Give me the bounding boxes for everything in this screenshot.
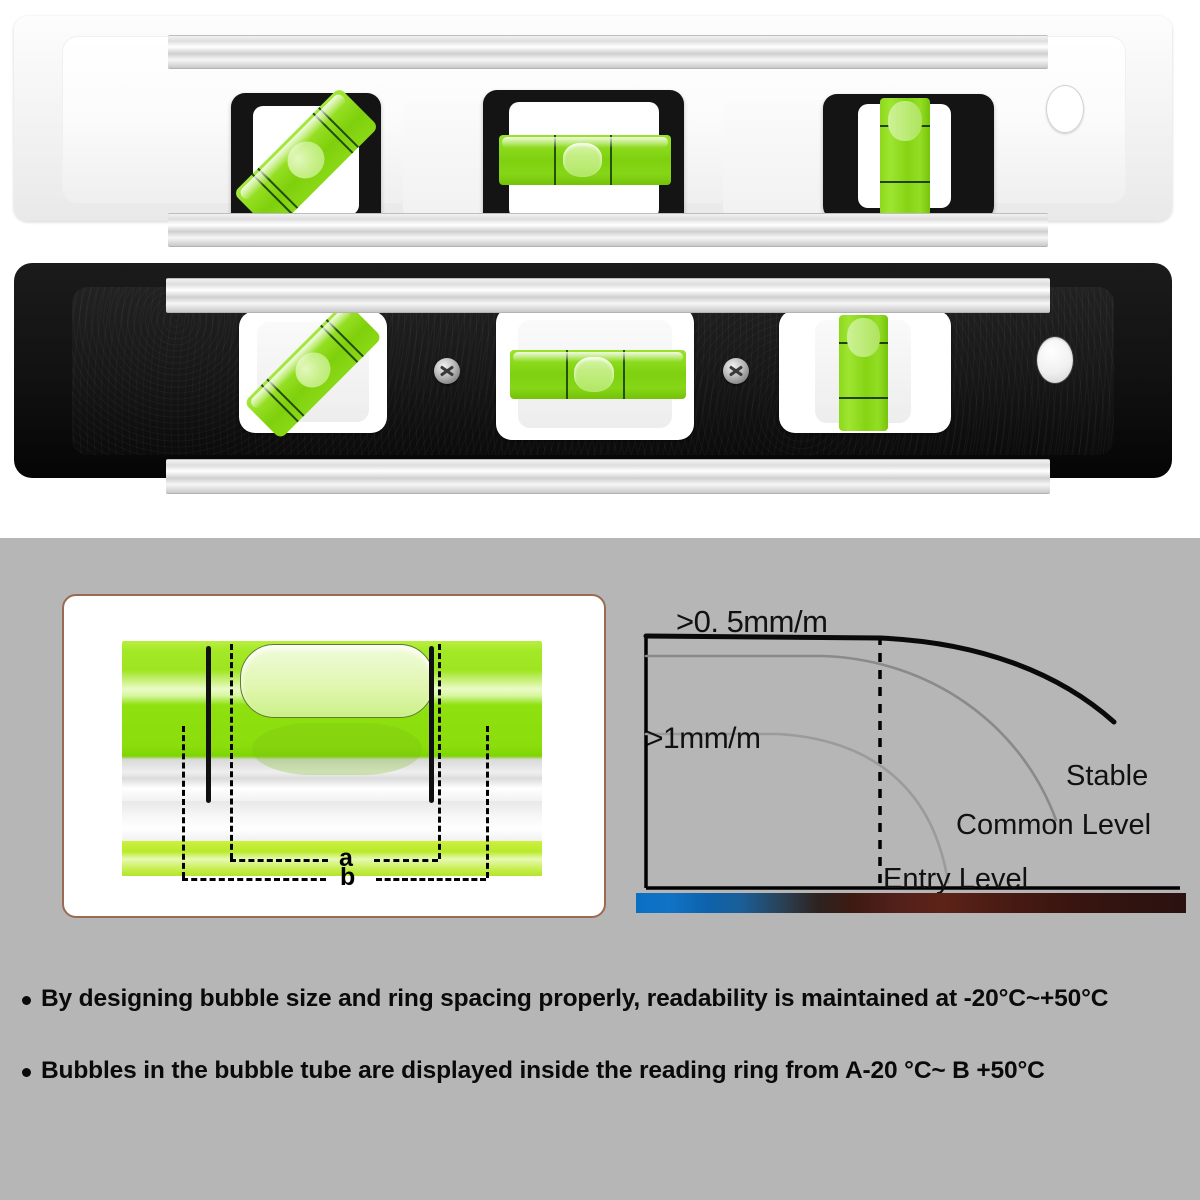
black-level-vertical-vial [839,315,888,431]
vial-bubble [563,143,602,177]
temperature-gradient-bar [636,893,1186,913]
white-level-horizontal-vial-inner [499,102,671,219]
black-level-horizontal-vial [510,350,686,399]
bullet-dot-icon [22,1068,31,1077]
tube-lower-band-white [122,801,542,841]
chart-series-stable [643,633,1117,725]
white-level-horizontal-vial [499,135,671,185]
white-level-diagonal-vial-window [231,87,381,233]
vial-ring-left [554,135,556,185]
dimension-b-label: b [340,863,356,891]
tube-air-bubble [240,644,434,718]
feature-bullet-text: By designing bubble size and ring spacin… [41,985,1109,1012]
dimension-b-line-left [182,878,326,881]
dimension-a-label: a [339,844,353,872]
feature-bullet-list: By designing bubble size and ring spacin… [22,985,1182,1085]
dimension-b-guide-right [486,726,489,878]
tube-lower-band-green [122,841,542,876]
dimension-b-guide-left [182,726,185,878]
tube-bubble-shadow [252,723,422,775]
black-level-body [72,287,1114,455]
vial-ring-bottom [880,181,930,183]
black-level-screw-left [434,358,460,384]
white-level-aluminium-strip-bottom [168,213,1048,247]
chart-legend-entry-level: Entry Level [883,863,1029,895]
black-level-diagonal-vial-window [239,300,387,440]
white-torpedo-level [14,16,1172,247]
black-level-vertical-vial-window [779,310,951,433]
white-level-diagonal-vial-inner [233,87,379,233]
black-torpedo-level [14,263,1172,494]
vial-bubble [574,357,614,392]
chart-series-entry-level [644,732,950,884]
dimension-b-line-right [376,878,486,881]
white-level-diagonal-vial [233,87,379,233]
vial-ring-right2 [318,106,360,148]
black-level-screw-right [723,358,749,384]
feature-bullet-item: By designing bubble size and ring spacin… [22,985,1182,1013]
reading-ring-left [206,646,211,803]
white-level-vertical-vial-window [823,94,994,220]
chart-annotation-1mm: >1mm/m [646,722,761,755]
chart-annotation-05mm: >0. 5mm/m [676,604,828,639]
black-level-vertical-vial-inner [815,315,911,431]
bubble-tube-illustration [122,641,542,876]
feature-bullet-text: Bubbles in the bubble tube are displayed… [41,1057,1045,1084]
black-level-diagonal-vial-inner [243,300,383,440]
feature-bullet-item: Bubbles in the bubble tube are displayed… [22,1057,1182,1085]
black-level-aluminium-strip-top [166,278,1050,313]
vial-ring-right [623,350,625,399]
vial-bubble [279,133,333,187]
vial-ring-bottom [839,397,888,399]
reading-ring-right [429,646,434,803]
white-level-vertical-vial [880,98,930,216]
dimension-a-guide-left [230,644,233,859]
vial-ring-right [610,135,612,185]
vial-bubble [847,318,880,357]
chart-series-common-level [644,654,1058,822]
vial-bubble [888,101,922,141]
white-level-horizontal-vial-window [483,90,684,230]
stability-chart-svg [643,633,1180,890]
black-level-aluminium-strip-bottom [166,459,1050,494]
vial-bubble [288,345,338,395]
vial-ring-left [566,350,568,399]
chart-legend-common-level: Common Level [956,809,1152,841]
dimension-a-line-right [374,859,438,862]
stability-chart: >0. 5mm/m >1mm/m Stable Common Level Ent… [628,594,1184,914]
white-level-aluminium-strip-top [168,35,1048,69]
black-level-diagonal-vial [243,300,383,440]
white-level-vertical-vial-inner [858,98,951,216]
dimension-a-line-left [230,859,328,862]
white-level-hang-hole [1046,85,1084,133]
vial-ring-left [251,173,293,215]
chart-legend-stable: Stable [1066,760,1149,792]
black-level-horizontal-vial-window [496,307,694,440]
black-level-hang-hole [1037,337,1073,383]
black-level-horizontal-vial-inner [510,320,686,428]
bullet-dot-icon [22,996,31,1005]
bubble-detail-card: a b [62,594,606,918]
dimension-a-guide-right [438,644,441,859]
